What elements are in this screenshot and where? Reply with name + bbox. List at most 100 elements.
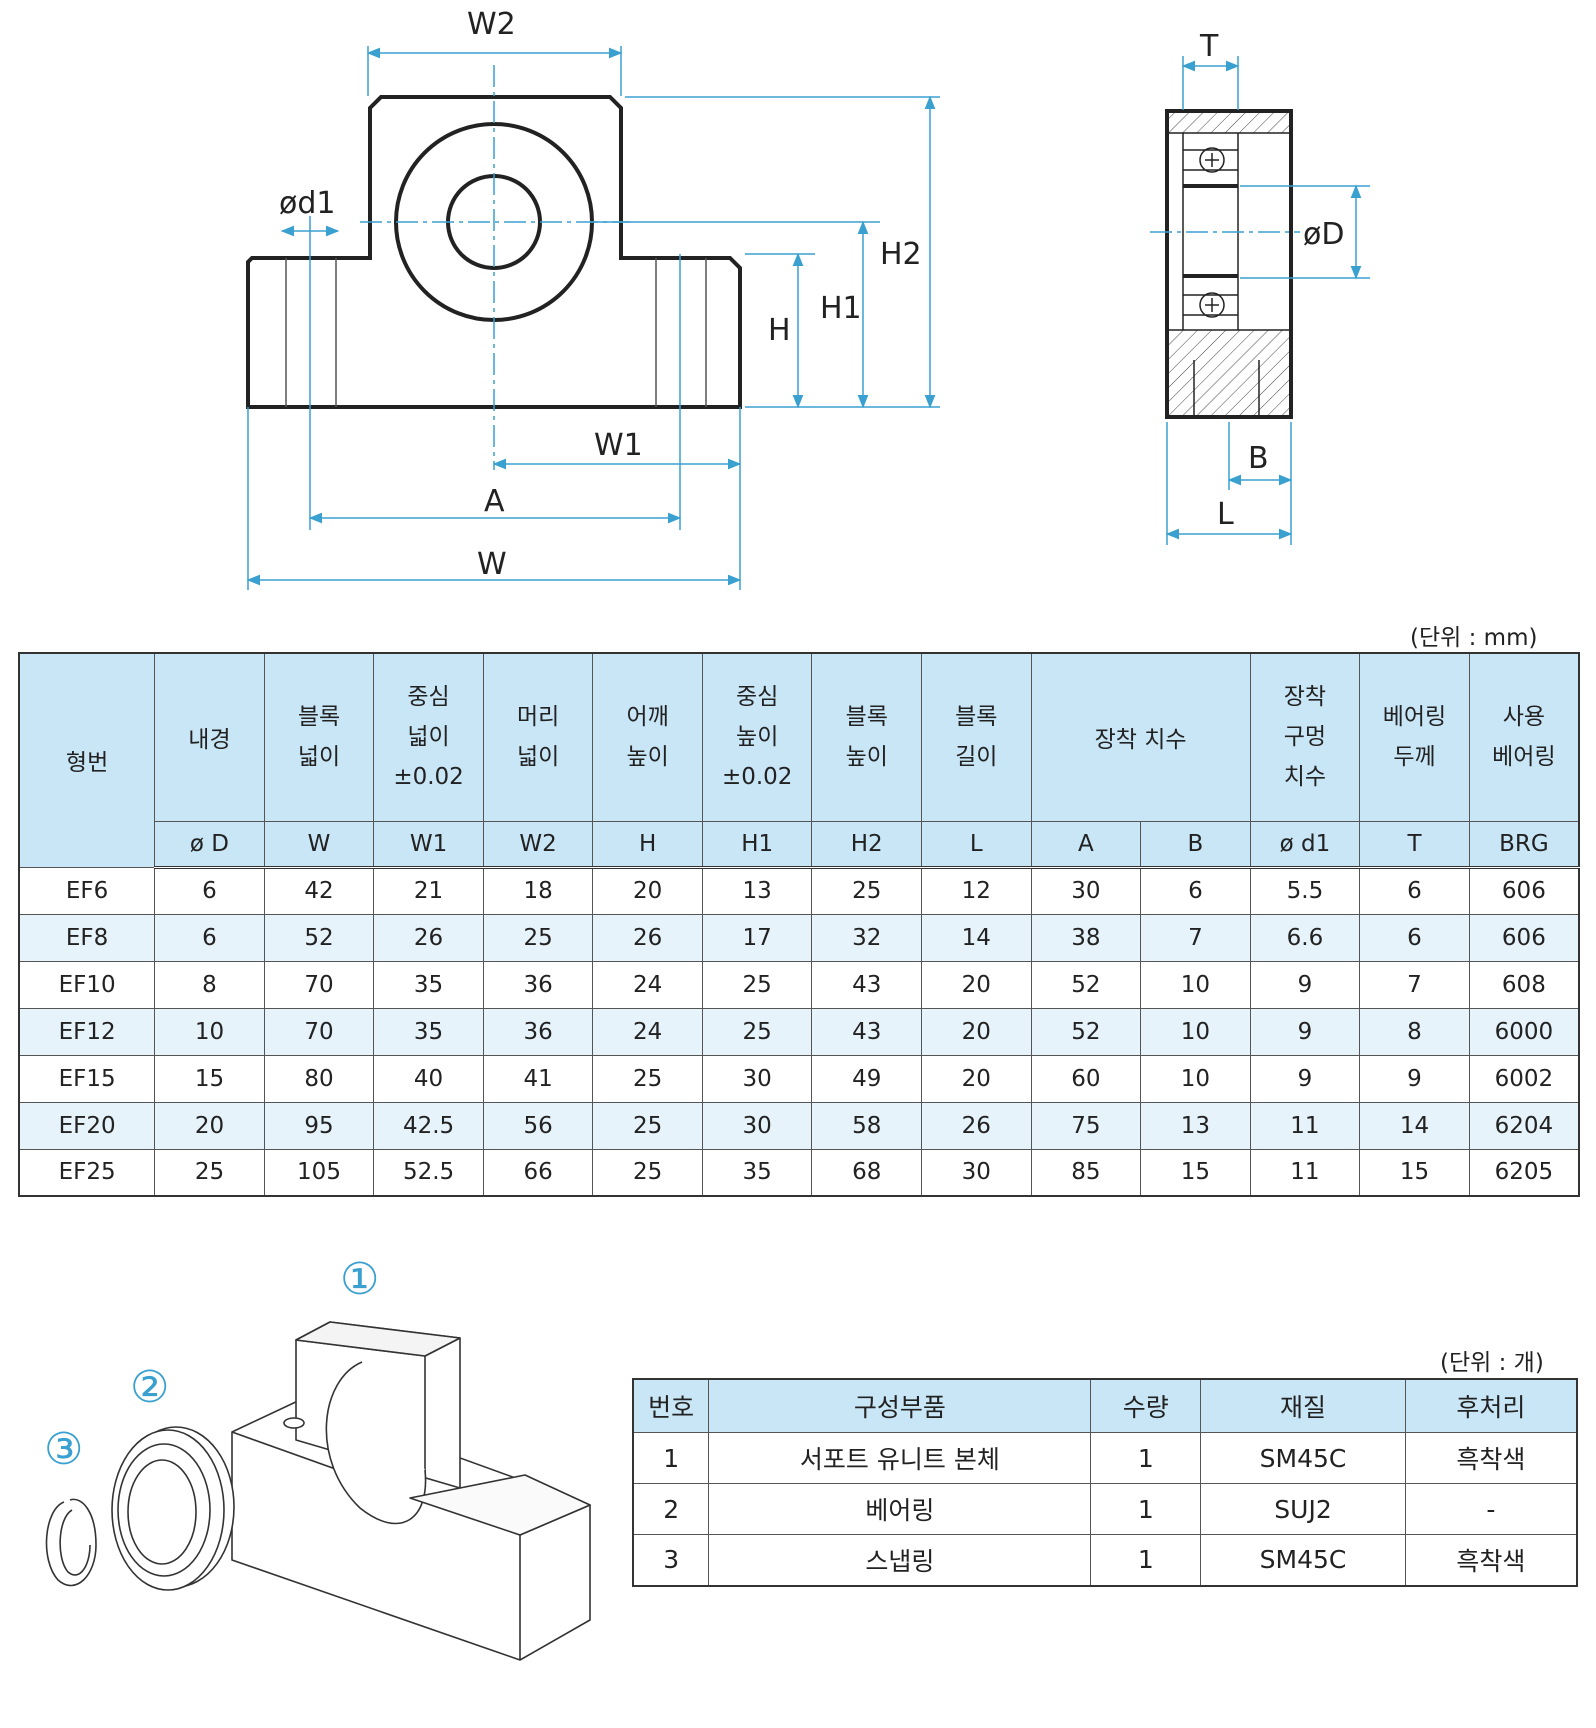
table-cell: 52.5 xyxy=(373,1148,484,1197)
symbol-W: W xyxy=(263,820,375,869)
table-cell: 6 xyxy=(1359,913,1470,962)
table-cell: 6000 xyxy=(1468,1007,1580,1056)
table-cell: 13 xyxy=(1140,1101,1251,1150)
parts-header-material: 재질 xyxy=(1200,1378,1406,1433)
symbol-T: T xyxy=(1359,820,1470,869)
symbol-d1: ø d1 xyxy=(1249,820,1361,869)
table-cell: 25 xyxy=(592,1054,703,1103)
table-cell: 12 xyxy=(921,866,1032,915)
callout-1: ① xyxy=(340,1254,380,1305)
table-cell: 15 xyxy=(154,1054,265,1103)
table-cell: 6 xyxy=(1140,866,1251,915)
parts-cell: 1 xyxy=(1090,1534,1202,1586)
table-cell: 21 xyxy=(373,866,484,915)
table-cell: 606 xyxy=(1468,866,1580,915)
parts-cell: 스냅링 xyxy=(708,1534,1092,1586)
table-cell: 17 xyxy=(701,913,813,962)
parts-cell: 1 xyxy=(632,1432,710,1484)
table-cell: 52 xyxy=(1030,1007,1142,1056)
table-cell: 9 xyxy=(1249,1007,1361,1056)
table-cell: 38 xyxy=(1030,913,1142,962)
callout-2: ② xyxy=(130,1362,170,1413)
table-cell: 24 xyxy=(592,1007,703,1056)
header-bore: 내경 xyxy=(154,652,265,822)
parts-cell: 1 xyxy=(1090,1432,1202,1484)
table-cell: 9 xyxy=(1359,1054,1470,1103)
table-cell: 75 xyxy=(1030,1101,1142,1150)
label-H2: H2 xyxy=(880,237,922,272)
table-cell: 60 xyxy=(1030,1054,1142,1103)
parts-cell: - xyxy=(1404,1483,1578,1535)
table-cell: 9 xyxy=(1249,960,1361,1009)
table-cell: 35 xyxy=(701,1148,813,1197)
parts-cell: 1 xyxy=(1090,1483,1202,1535)
table-cell: EF15 xyxy=(18,1054,156,1103)
table-cell: 40 xyxy=(373,1054,484,1103)
table-cell: 606 xyxy=(1468,913,1580,962)
symbol-H2: H2 xyxy=(811,820,923,869)
side-outline xyxy=(1165,109,1293,419)
snap-ring xyxy=(45,1498,97,1587)
label-A: A xyxy=(484,484,505,519)
table-cell: 25 xyxy=(482,913,594,962)
table-cell: 58 xyxy=(811,1101,923,1150)
parts-header-no: 번호 xyxy=(632,1378,710,1433)
symbol-B: B xyxy=(1140,820,1251,869)
table-cell: 26 xyxy=(921,1101,1032,1150)
table-cell: 35 xyxy=(373,960,484,1009)
table-cell: 25 xyxy=(811,866,923,915)
parts-cell: 베어링 xyxy=(708,1483,1092,1535)
isometric-illustration xyxy=(45,1321,591,1661)
table-cell: EF6 xyxy=(18,866,156,915)
callout-3: ③ xyxy=(44,1424,84,1475)
symbol-BRG: BRG xyxy=(1468,820,1580,869)
parts-cell: 흑착색 xyxy=(1404,1432,1578,1484)
table-cell: 6 xyxy=(1359,866,1470,915)
label-T: T xyxy=(1199,29,1219,64)
table-cell: 66 xyxy=(482,1148,594,1197)
table-cell: 608 xyxy=(1468,960,1580,1009)
symbol-H1: H1 xyxy=(701,820,813,869)
table-cell: 14 xyxy=(1359,1101,1470,1150)
table-cell: 42 xyxy=(263,866,375,915)
table-cell: 43 xyxy=(811,960,923,1009)
parts-cell: SM45C xyxy=(1200,1432,1406,1484)
parts-cell: 서포트 유니트 본체 xyxy=(708,1432,1092,1484)
table-cell: 30 xyxy=(1030,866,1142,915)
table-cell: 20 xyxy=(921,960,1032,1009)
table-cell: EF25 xyxy=(18,1148,156,1197)
table-cell: 30 xyxy=(701,1054,813,1103)
label-d1: ød1 xyxy=(279,186,335,221)
table-cell: 36 xyxy=(482,960,594,1009)
table-cell: 25 xyxy=(701,960,813,1009)
parts-cell: 3 xyxy=(632,1534,710,1586)
table-cell: 15 xyxy=(1359,1148,1470,1197)
parts-header-qty: 수량 xyxy=(1090,1378,1202,1433)
label-W: W xyxy=(477,547,507,582)
table-cell: 36 xyxy=(482,1007,594,1056)
table-cell: 35 xyxy=(373,1007,484,1056)
table-cell: 18 xyxy=(482,866,594,915)
parts-unit-label: (단위 : 개) xyxy=(1440,1350,1544,1376)
table-cell: 95 xyxy=(263,1101,375,1150)
table-cell: 26 xyxy=(592,913,703,962)
label-D: øD xyxy=(1303,217,1344,252)
table-cell: 25 xyxy=(592,1148,703,1197)
table-cell: 70 xyxy=(263,1007,375,1056)
table-cell: EF20 xyxy=(18,1101,156,1150)
table-cell: 24 xyxy=(592,960,703,1009)
table-cell: 10 xyxy=(1140,960,1251,1009)
